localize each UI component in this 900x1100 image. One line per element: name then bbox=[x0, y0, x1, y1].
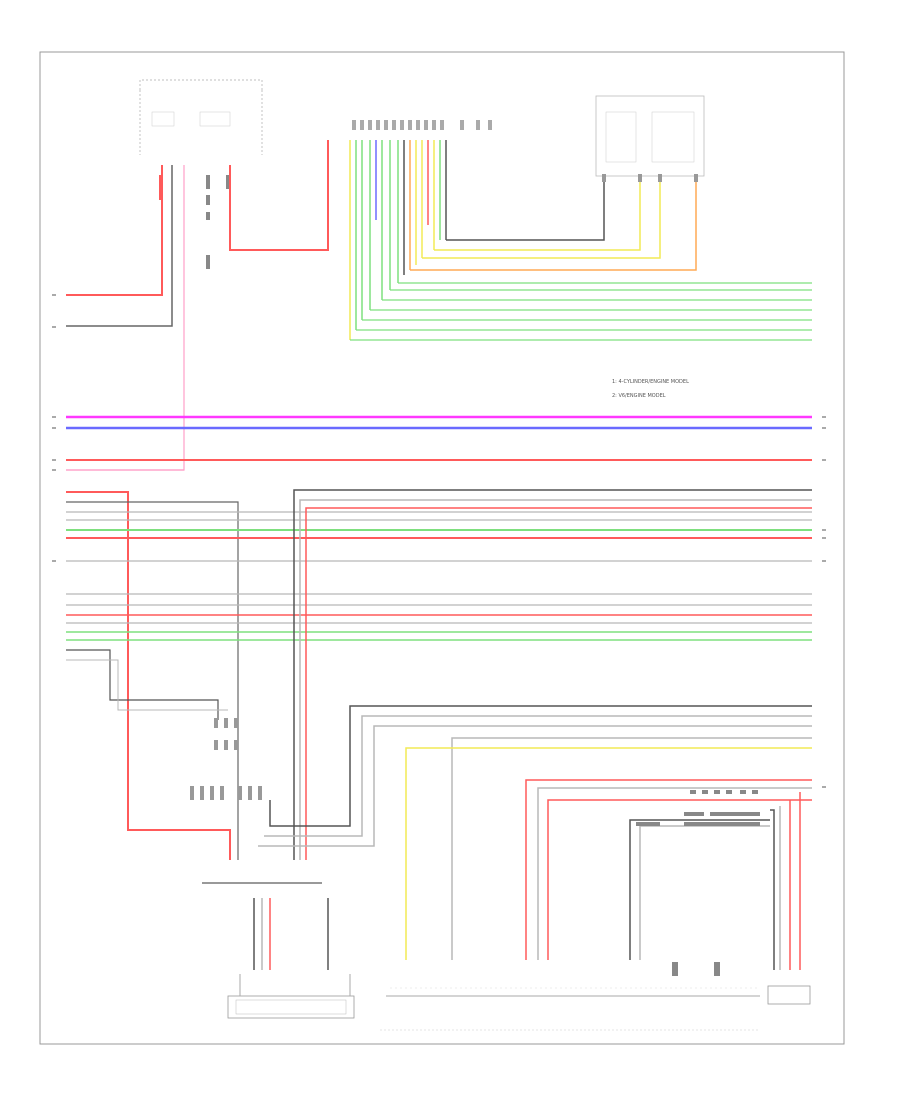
right-green-wires bbox=[350, 282, 812, 341]
bottom-left-stub-wires bbox=[253, 898, 329, 970]
main-horizontal-bus bbox=[66, 415, 812, 860]
top-right-connector bbox=[595, 95, 705, 182]
top-left-wires bbox=[66, 165, 185, 471]
lower-right-wires bbox=[258, 705, 812, 960]
top-right-feed-wires bbox=[410, 180, 697, 271]
wire-red-1 bbox=[66, 165, 163, 296]
wire-red-2 bbox=[229, 140, 329, 251]
wire-pink-1 bbox=[66, 165, 185, 471]
edge-markers bbox=[52, 294, 826, 788]
diagram-frame bbox=[39, 51, 845, 1045]
legend: 1: 4-CYLINDER/ENGINE MODEL 2: V6/ENGINE … bbox=[612, 379, 689, 399]
wire-gray-1 bbox=[66, 165, 173, 327]
middle-lower-components bbox=[190, 718, 322, 884]
bottom-middle-connector bbox=[380, 987, 760, 1031]
top-middle-vertical-wires bbox=[349, 140, 447, 340]
bottom-left-connector bbox=[227, 974, 355, 1019]
bus-vertical-feeders bbox=[293, 489, 812, 860]
top-left-tags bbox=[206, 175, 230, 269]
legend-line-1: 1: 4-CYLINDER/ENGINE MODEL bbox=[612, 379, 689, 385]
top-left-connector bbox=[139, 79, 263, 155]
lower-right-tags bbox=[636, 790, 760, 976]
legend-line-2: 2: V6/ENGINE MODEL bbox=[612, 393, 666, 399]
top-middle-connector bbox=[352, 120, 492, 130]
